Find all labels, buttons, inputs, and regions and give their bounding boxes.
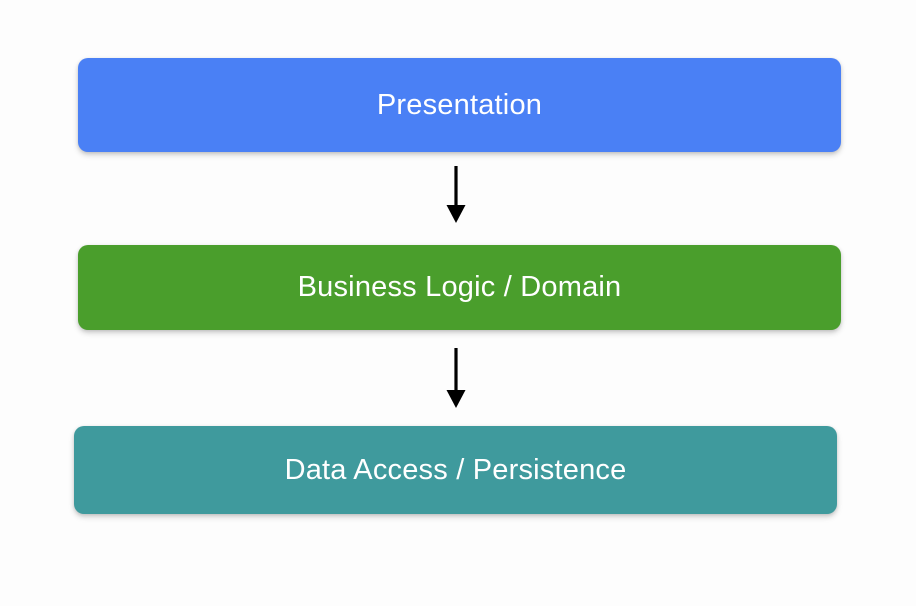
arrow-head-icon [446,205,466,223]
arrow-head-icon [446,390,466,408]
layer-label-data-access: Data Access / Persistence [284,453,627,486]
layer-label-presentation: Presentation [376,88,543,121]
layer-label-business-logic: Business Logic / Domain [297,271,622,303]
layer-box-business-logic[interactable]: Business Logic / Domain [78,245,841,330]
layer-box-data-access[interactable]: Data Access / Persistence [74,426,837,514]
layer-box-presentation[interactable]: Presentation [78,58,841,152]
